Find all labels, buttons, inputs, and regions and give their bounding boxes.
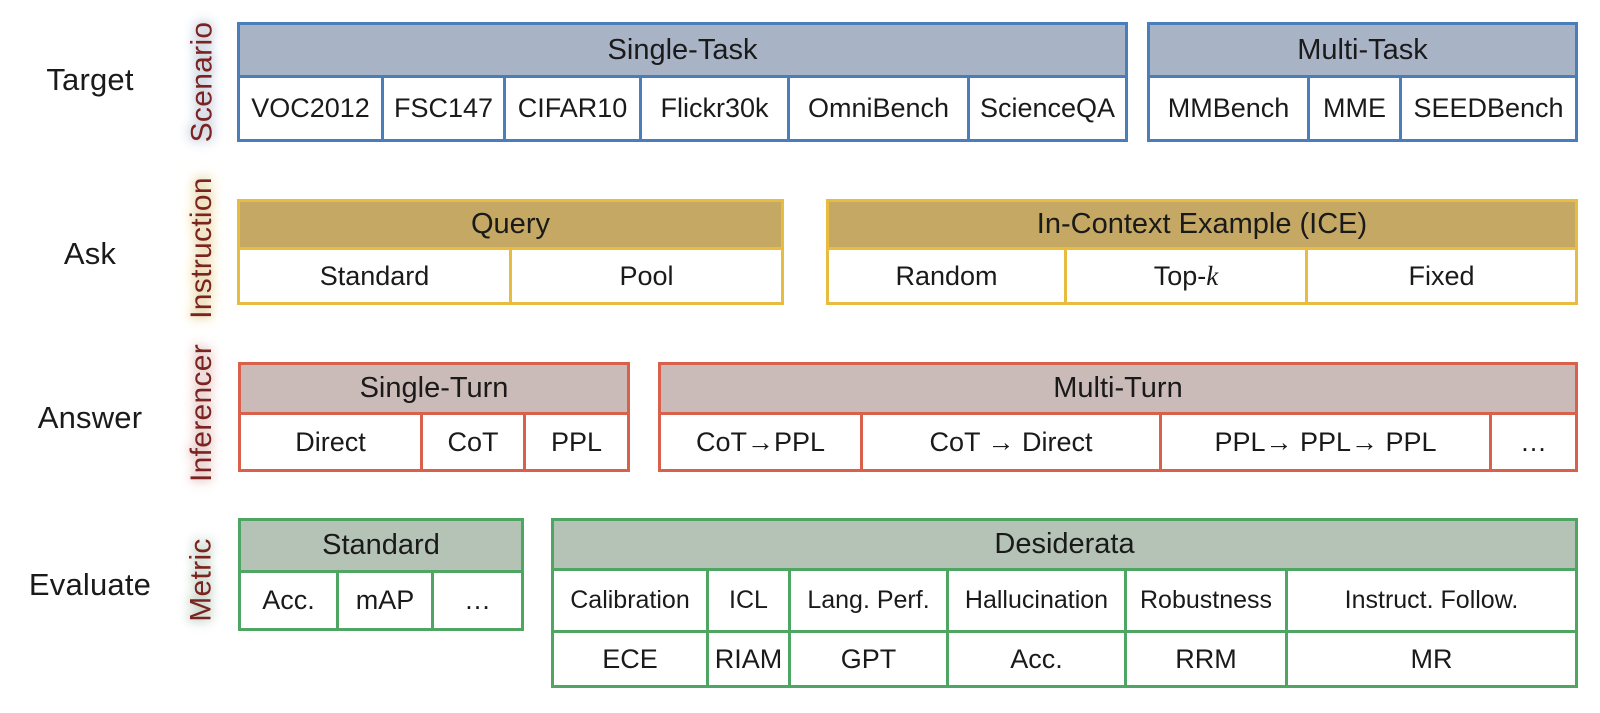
component-label-scenario: Scenario: [180, 18, 224, 146]
item-cot-to-ppl[interactable]: CoT→PPL: [661, 415, 863, 469]
item-standard-query[interactable]: Standard: [240, 250, 512, 302]
item-cifar10[interactable]: CIFAR10: [506, 78, 642, 139]
component-label-inferencer: Inferencer: [180, 343, 224, 482]
item-gpt[interactable]: GPT: [791, 633, 949, 685]
group-desiderata: Desiderata Calibration ICL Lang. Perf. H…: [551, 518, 1578, 688]
stage-label-target: Target: [46, 62, 134, 97]
item-riam[interactable]: RIAM: [709, 633, 791, 685]
item-calibration[interactable]: Calibration: [554, 571, 709, 630]
item-mmbench[interactable]: MMBench: [1150, 78, 1310, 139]
item-random[interactable]: Random: [829, 250, 1067, 302]
group-items-ice: Random Top-k Fixed: [829, 250, 1575, 302]
group-multi-task: Multi-Task MMBench MME SEEDBench: [1147, 22, 1578, 142]
item-ppl-to-ppl-to-ppl[interactable]: PPL→ PPL→ PPL: [1162, 415, 1492, 469]
item-scienceqa[interactable]: ScienceQA: [970, 78, 1125, 139]
group-items-single-task: VOC2012 FSC147 CIFAR10 Flickr30k OmniBen…: [240, 78, 1125, 139]
item-mme[interactable]: MME: [1310, 78, 1402, 139]
item-lang-perf[interactable]: Lang. Perf.: [791, 571, 949, 630]
group-title-multi-turn: Multi-Turn: [661, 365, 1575, 415]
group-items-standard-metric: Acc. mAP …: [241, 573, 521, 628]
stage-label-evaluate: Evaluate: [28, 567, 152, 602]
stage-label-answer: Answer: [37, 400, 143, 435]
item-fsc147[interactable]: FSC147: [384, 78, 506, 139]
item-standard-ellipsis[interactable]: …: [434, 573, 521, 628]
component-label-metric: Metric: [180, 525, 224, 635]
item-fixed[interactable]: Fixed: [1308, 250, 1575, 302]
item-pool[interactable]: Pool: [512, 250, 781, 302]
group-items-single-turn: Direct CoT PPL: [241, 415, 627, 469]
group-title-standard-metric: Standard: [241, 521, 521, 573]
item-voc2012[interactable]: VOC2012: [240, 78, 384, 139]
group-items2-desiderata: ECE RIAM GPT Acc. RRM MR: [554, 630, 1575, 685]
group-title-multi-task: Multi-Task: [1150, 25, 1575, 78]
item-robustness[interactable]: Robustness: [1127, 571, 1288, 630]
item-hallucination[interactable]: Hallucination: [949, 571, 1127, 630]
group-title-query: Query: [240, 202, 781, 250]
item-acc[interactable]: Acc.: [241, 573, 339, 628]
component-label-scenario-text: Scenario: [185, 21, 218, 143]
group-items-multi-task: MMBench MME SEEDBench: [1150, 78, 1575, 139]
group-standard-metric: Standard Acc. mAP …: [238, 518, 524, 631]
component-label-inferencer-text: Inferencer: [185, 343, 219, 482]
item-map[interactable]: mAP: [339, 573, 434, 628]
item-acc-hallucination[interactable]: Acc.: [949, 633, 1127, 685]
group-items-multi-turn: CoT→PPL CoT → Direct PPL→ PPL→ PPL …: [661, 415, 1575, 469]
component-label-metric-text: Metric: [185, 538, 218, 622]
item-multi-turn-ellipsis[interactable]: …: [1492, 415, 1575, 469]
item-seedbench[interactable]: SEEDBench: [1402, 78, 1575, 139]
group-ice: In-Context Example (ICE) Random Top-k Fi…: [826, 199, 1578, 305]
group-title-desiderata: Desiderata: [554, 521, 1575, 571]
item-flickr30k[interactable]: Flickr30k: [642, 78, 790, 139]
group-multi-turn: Multi-Turn CoT→PPL CoT → Direct PPL→ PPL…: [658, 362, 1578, 472]
item-ece[interactable]: ECE: [554, 633, 709, 685]
component-label-instruction-text: Instruction: [185, 177, 219, 319]
group-query: Query Standard Pool: [237, 199, 784, 305]
item-instruct-follow[interactable]: Instruct. Follow.: [1288, 571, 1575, 630]
group-items-desiderata: Calibration ICL Lang. Perf. Hallucinatio…: [554, 571, 1575, 630]
item-ppl[interactable]: PPL: [526, 415, 627, 469]
item-mr[interactable]: MR: [1288, 633, 1575, 685]
item-rrm[interactable]: RRM: [1127, 633, 1288, 685]
stage-label-ask: Ask: [63, 236, 117, 271]
item-icl[interactable]: ICL: [709, 571, 791, 630]
component-label-instruction: Instruction: [180, 177, 224, 319]
item-direct[interactable]: Direct: [241, 415, 423, 469]
group-items-query: Standard Pool: [240, 250, 781, 302]
item-top-k[interactable]: Top-k: [1067, 250, 1308, 302]
group-title-single-task: Single-Task: [240, 25, 1125, 78]
group-single-turn: Single-Turn Direct CoT PPL: [238, 362, 630, 472]
item-cot[interactable]: CoT: [423, 415, 526, 469]
group-single-task: Single-Task VOC2012 FSC147 CIFAR10 Flick…: [237, 22, 1128, 142]
item-cot-to-direct[interactable]: CoT → Direct: [863, 415, 1162, 469]
group-title-single-turn: Single-Turn: [241, 365, 627, 415]
group-title-ice: In-Context Example (ICE): [829, 202, 1575, 250]
item-omnibench[interactable]: OmniBench: [790, 78, 970, 139]
